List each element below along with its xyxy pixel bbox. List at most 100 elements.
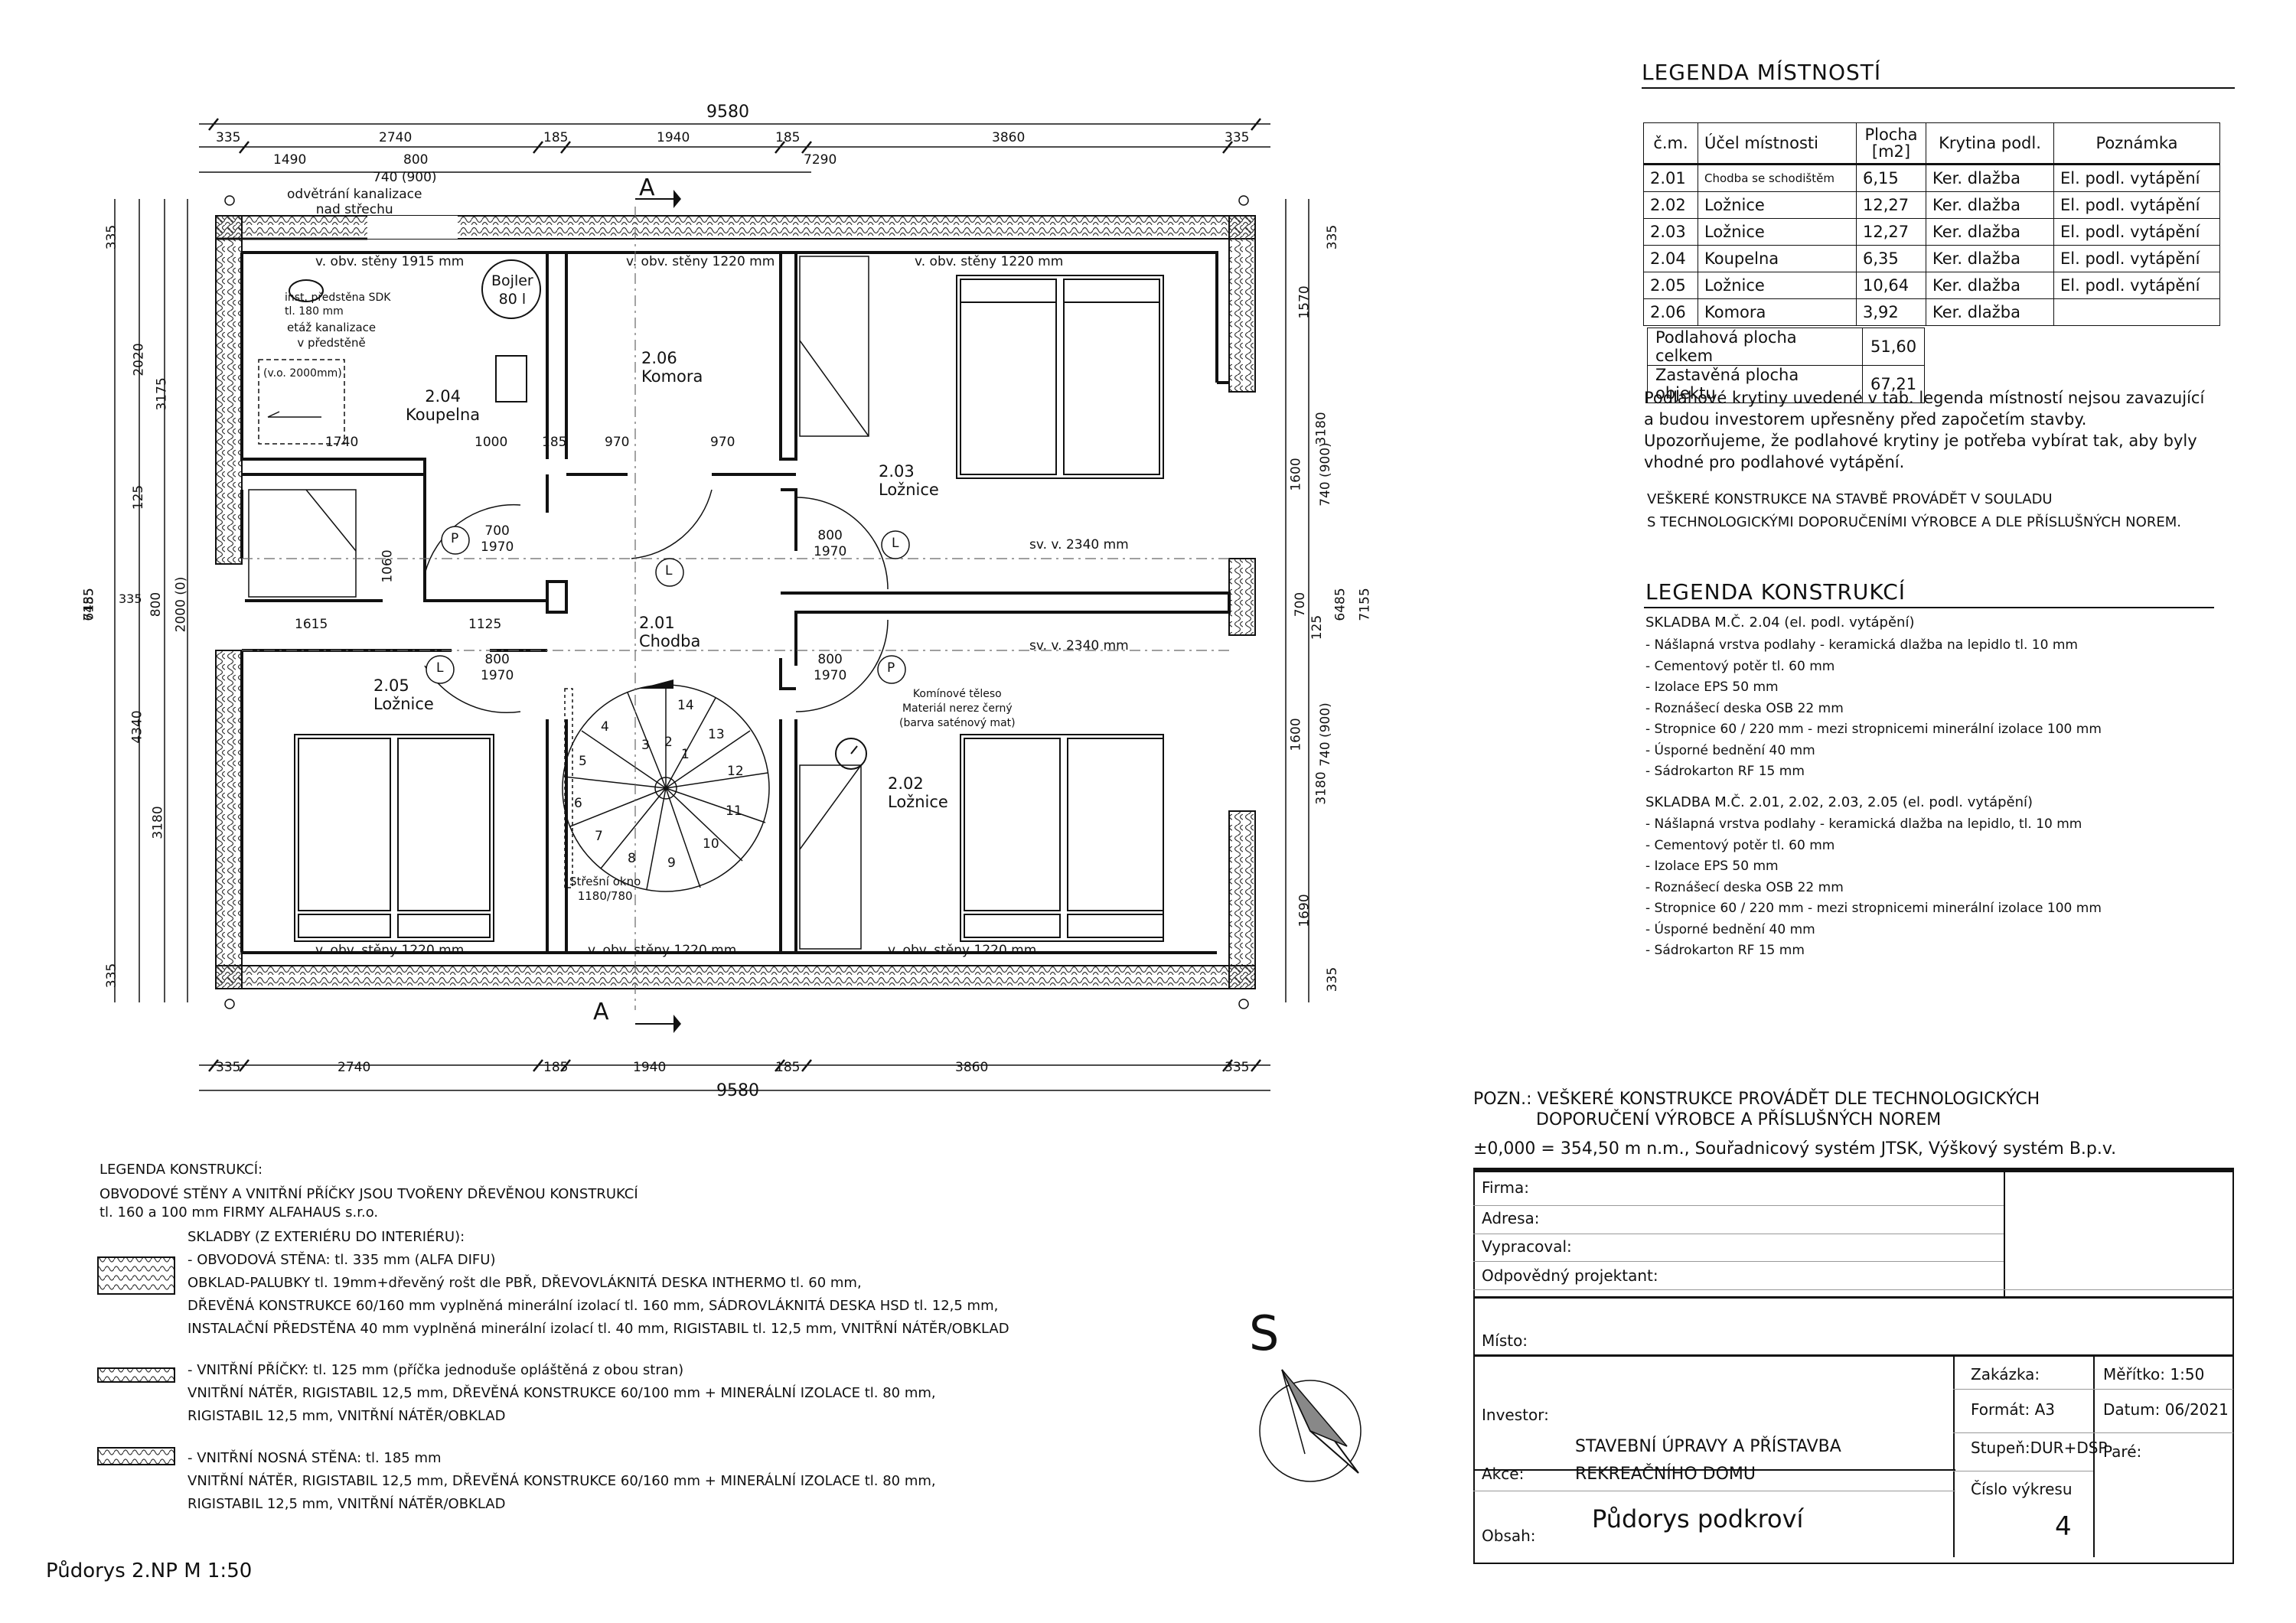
north-label: S — [1249, 1305, 1280, 1361]
legend-text: INSTALAČNÍ PŘEDSTĚNA 40 mm vyplněná mine… — [188, 1321, 1009, 1337]
section-label: A — [593, 999, 609, 1025]
dim: 3180 — [150, 806, 166, 839]
dim: 740 (900) — [1317, 442, 1333, 507]
dimension-lines — [114, 123, 1309, 1091]
tb-label: Vypracoval: — [1482, 1237, 1572, 1256]
dim: 125 — [1309, 614, 1326, 640]
dim: 740 (900) — [1317, 702, 1333, 767]
stair-number: 1 — [681, 747, 690, 762]
dim: 125 — [131, 484, 147, 510]
dim: 1690 — [1296, 894, 1313, 927]
dim: 7155 — [81, 588, 97, 621]
dim: 6485 — [1332, 588, 1349, 621]
dim: 3175 — [154, 377, 170, 411]
inner-walls — [240, 251, 1231, 954]
dim: 335 — [1225, 1060, 1250, 1075]
tb-label: Měřítko: 1:50 — [2103, 1365, 2205, 1383]
tb-value: REKREAČNÍHO DOMU — [1575, 1465, 1756, 1484]
tb-label: Investor: — [1482, 1406, 1549, 1424]
note: (v.o. 2000mm) — [263, 367, 342, 380]
legend-text: tl. 160 a 100 mm FIRMY ALFAHAUS s.r.o. — [99, 1204, 379, 1221]
stair-number: 10 — [703, 836, 719, 852]
wall-height: v. obv. stěny 1220 mm — [626, 254, 775, 269]
note: DOPORUČENÍ VÝROBCE A PŘÍSLUŠNÝCH NOREM — [1536, 1110, 1942, 1129]
dim: 3860 — [955, 1060, 989, 1075]
composition-list: - Nášlapná vrstva podlahy - keramická dl… — [1645, 816, 2102, 958]
marker-letter: P — [887, 660, 895, 676]
dim: 1600 — [1288, 718, 1304, 751]
outer-walls — [215, 215, 1256, 989]
dim: 335 — [216, 130, 241, 145]
wall-height: v. obv. stěny 1220 mm — [888, 943, 1037, 958]
roof-window-icon — [248, 256, 869, 950]
marker-letter: P — [451, 531, 459, 546]
tb-value: Půdorys podkroví — [1592, 1504, 1804, 1533]
dim: 1490 — [273, 152, 307, 168]
dim: 185 — [775, 1060, 801, 1075]
boiler-icon — [481, 259, 541, 319]
chimney-icon — [835, 738, 867, 770]
dim: 1940 — [657, 130, 690, 145]
dim: 700 — [1293, 592, 1309, 618]
note: S TECHNOLOGICKÝMI DOPORUČENÍMI VÝROBCE A… — [1647, 514, 2181, 530]
tb-label: Obsah: — [1482, 1527, 1536, 1545]
note: etáž kanalizace v předstěně — [287, 321, 377, 350]
marker-letter: L — [665, 563, 673, 578]
dim: 335 — [104, 224, 120, 250]
legend-text: OBKLAD-PALUBKY tl. 19mm+dřevěný rošt dle… — [188, 1275, 862, 1291]
marker-L — [881, 530, 910, 559]
boiler-label: Bojler 80 l — [491, 272, 533, 308]
tb-label: Firma: — [1482, 1178, 1529, 1197]
tb-label: Datum: 06/2021 — [2103, 1400, 2229, 1419]
dim: 1615 — [295, 617, 328, 632]
door-swing — [424, 489, 889, 713]
washbasin-icon — [495, 355, 527, 402]
note: VEŠKERÉ KONSTRUKCE NA STAVBĚ PROVÁDĚT V … — [1647, 491, 2053, 507]
legend-text: RIGISTABIL 12,5 mm, VNITŘNÍ NÁTĚR/OBKLAD — [188, 1496, 506, 1512]
dim: 185 — [543, 130, 569, 145]
dim: 335 — [1225, 130, 1250, 145]
tb-label: Akce: — [1482, 1465, 1525, 1483]
dim: 185 — [775, 130, 801, 145]
dim: 1060 — [380, 549, 396, 583]
dim: 3860 — [992, 130, 1026, 145]
dim-total-bottom: 9580 — [716, 1081, 759, 1100]
dim: 1740 — [325, 435, 359, 450]
note: Upozorňujeme, že podlahové krytiny je po… — [1644, 432, 2197, 450]
dim: 2000 (0) — [173, 576, 189, 633]
dim: 970 — [710, 435, 735, 450]
dim: 185 — [543, 1060, 569, 1075]
note: POZN.: VEŠKERÉ KONSTRUKCE PROVÁDĚT DLE T… — [1473, 1090, 2040, 1109]
legend-constructions-title: LEGENDA KONSTRUKCÍ — [1645, 579, 1906, 605]
legend-text: VNITŘNÍ NÁTĚR, RIGISTABIL 12,5 mm, DŘEVĚ… — [188, 1473, 936, 1489]
section-label: A — [639, 174, 655, 201]
legend-text: DŘEVĚNÁ KONSTRUKCE 60/160 mm vyplněná mi… — [188, 1298, 999, 1314]
wall-height: v. obv. stěny 1915 mm — [315, 254, 465, 269]
stair-number: 5 — [579, 754, 587, 769]
dim: 2740 — [379, 130, 413, 145]
drawing-title: Půdorys 2.NP M 1:50 — [46, 1559, 253, 1582]
stair-number: 3 — [641, 738, 650, 753]
marker-letter: L — [892, 536, 899, 551]
composition-title: SKLADBA M.Č. 2.04 (el. podl. vytápění) — [1645, 614, 1915, 631]
tb-label: Adresa: — [1482, 1209, 1540, 1227]
dim: 1600 — [1288, 458, 1304, 491]
marker-P — [877, 655, 906, 684]
legend-text: - VNITŘNÍ NOSNÁ STĚNA: tl. 185 mm — [188, 1450, 442, 1466]
legend-title: LEGENDA KONSTRUKCÍ: — [99, 1162, 263, 1178]
stair-number: 8 — [628, 851, 636, 866]
dim: 335 — [104, 963, 120, 989]
dim: 7155 — [1357, 588, 1373, 621]
bed-icon — [294, 734, 494, 942]
legend-text: RIGISTABIL 12,5 mm, VNITŘNÍ NÁTĚR/OBKLAD — [188, 1408, 506, 1424]
dim: 335 — [216, 1060, 241, 1075]
tb-label: Číslo výkresu — [1971, 1480, 2073, 1498]
toilet-icon — [289, 279, 324, 302]
note: ±0,000 = 354,50 m n.m., Souřadnicový sys… — [1473, 1139, 2117, 1159]
